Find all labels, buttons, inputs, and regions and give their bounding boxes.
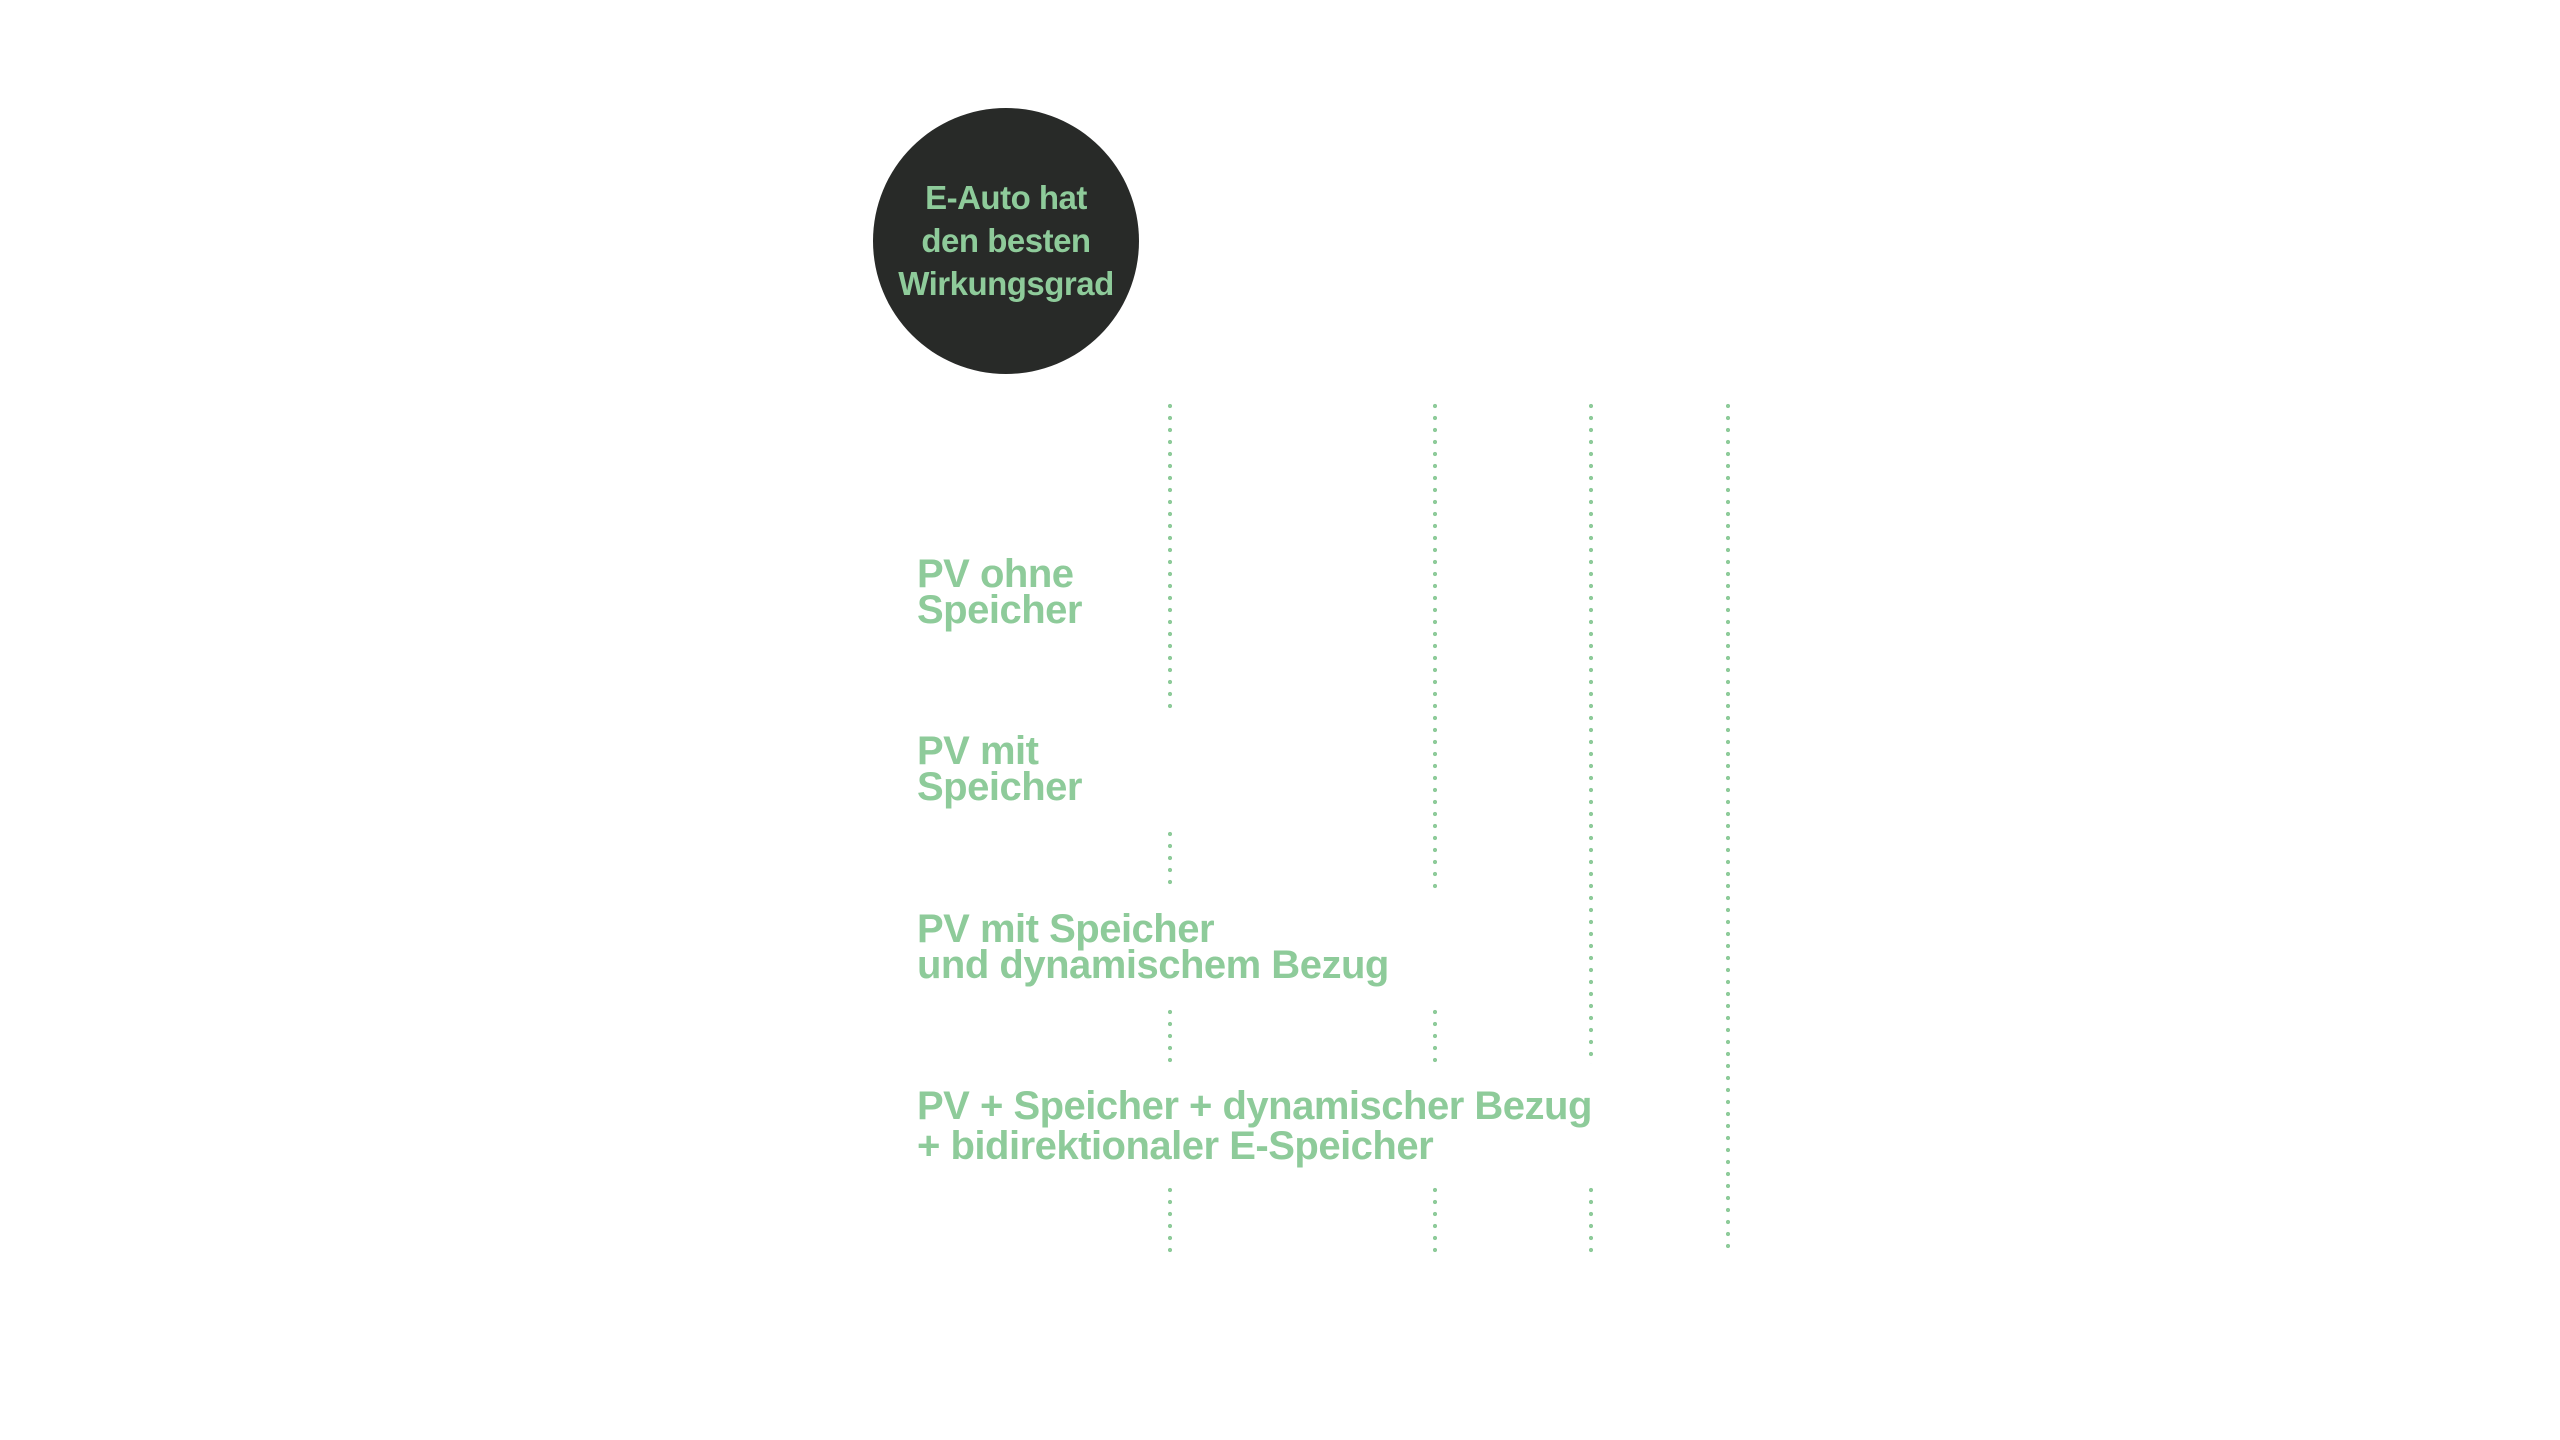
dotted-guide-1-segment-a [1168, 400, 1172, 712]
efficiency-badge: E-Auto hat den besten Wirkungsgrad [873, 108, 1139, 374]
row-label-pv-ohne-speicher: PV ohne Speicher [917, 552, 1086, 632]
dotted-guide-3-segment-b [1589, 1184, 1593, 1254]
row-label-line-2: und dynamischem Bezug [917, 943, 1389, 987]
row-label-line-1: PV ohne [917, 552, 1074, 596]
row-label-line-2: Speicher [917, 765, 1082, 809]
row-label-line-2: + bidirektionaler E-Speicher [917, 1124, 1434, 1168]
badge-text: E-Auto hat den besten Wirkungsgrad [898, 178, 1114, 302]
dotted-guide-3-segment-a [1589, 400, 1593, 1064]
dotted-guide-2-segment-a [1433, 400, 1437, 892]
row-label-pv-mit-speicher: PV mit Speicher [917, 729, 1086, 809]
dotted-guide-2-segment-c [1433, 1184, 1437, 1254]
dotted-guide-1-segment-b [1168, 828, 1172, 890]
dotted-guide-1-segment-d [1168, 1184, 1172, 1254]
row-label-line-1: PV + Speicher + dynamischer Bezug [917, 1084, 1592, 1128]
dotted-guide-1-segment-c [1168, 1006, 1172, 1064]
row-label-line-1: PV mit Speicher [917, 907, 1215, 951]
dotted-guide-4 [1726, 400, 1730, 1254]
row-label-pv-speicher-dynamisch: PV mit Speicher und dynamischem Bezug [917, 907, 1393, 987]
row-label-pv-speicher-dynamisch-bidirektional: PV + Speicher + dynamischer Bezug + bidi… [917, 1086, 1596, 1166]
dotted-guide-2-segment-b [1433, 1006, 1437, 1064]
row-label-line-2: Speicher [917, 588, 1082, 632]
row-label-line-1: PV mit [917, 729, 1039, 773]
